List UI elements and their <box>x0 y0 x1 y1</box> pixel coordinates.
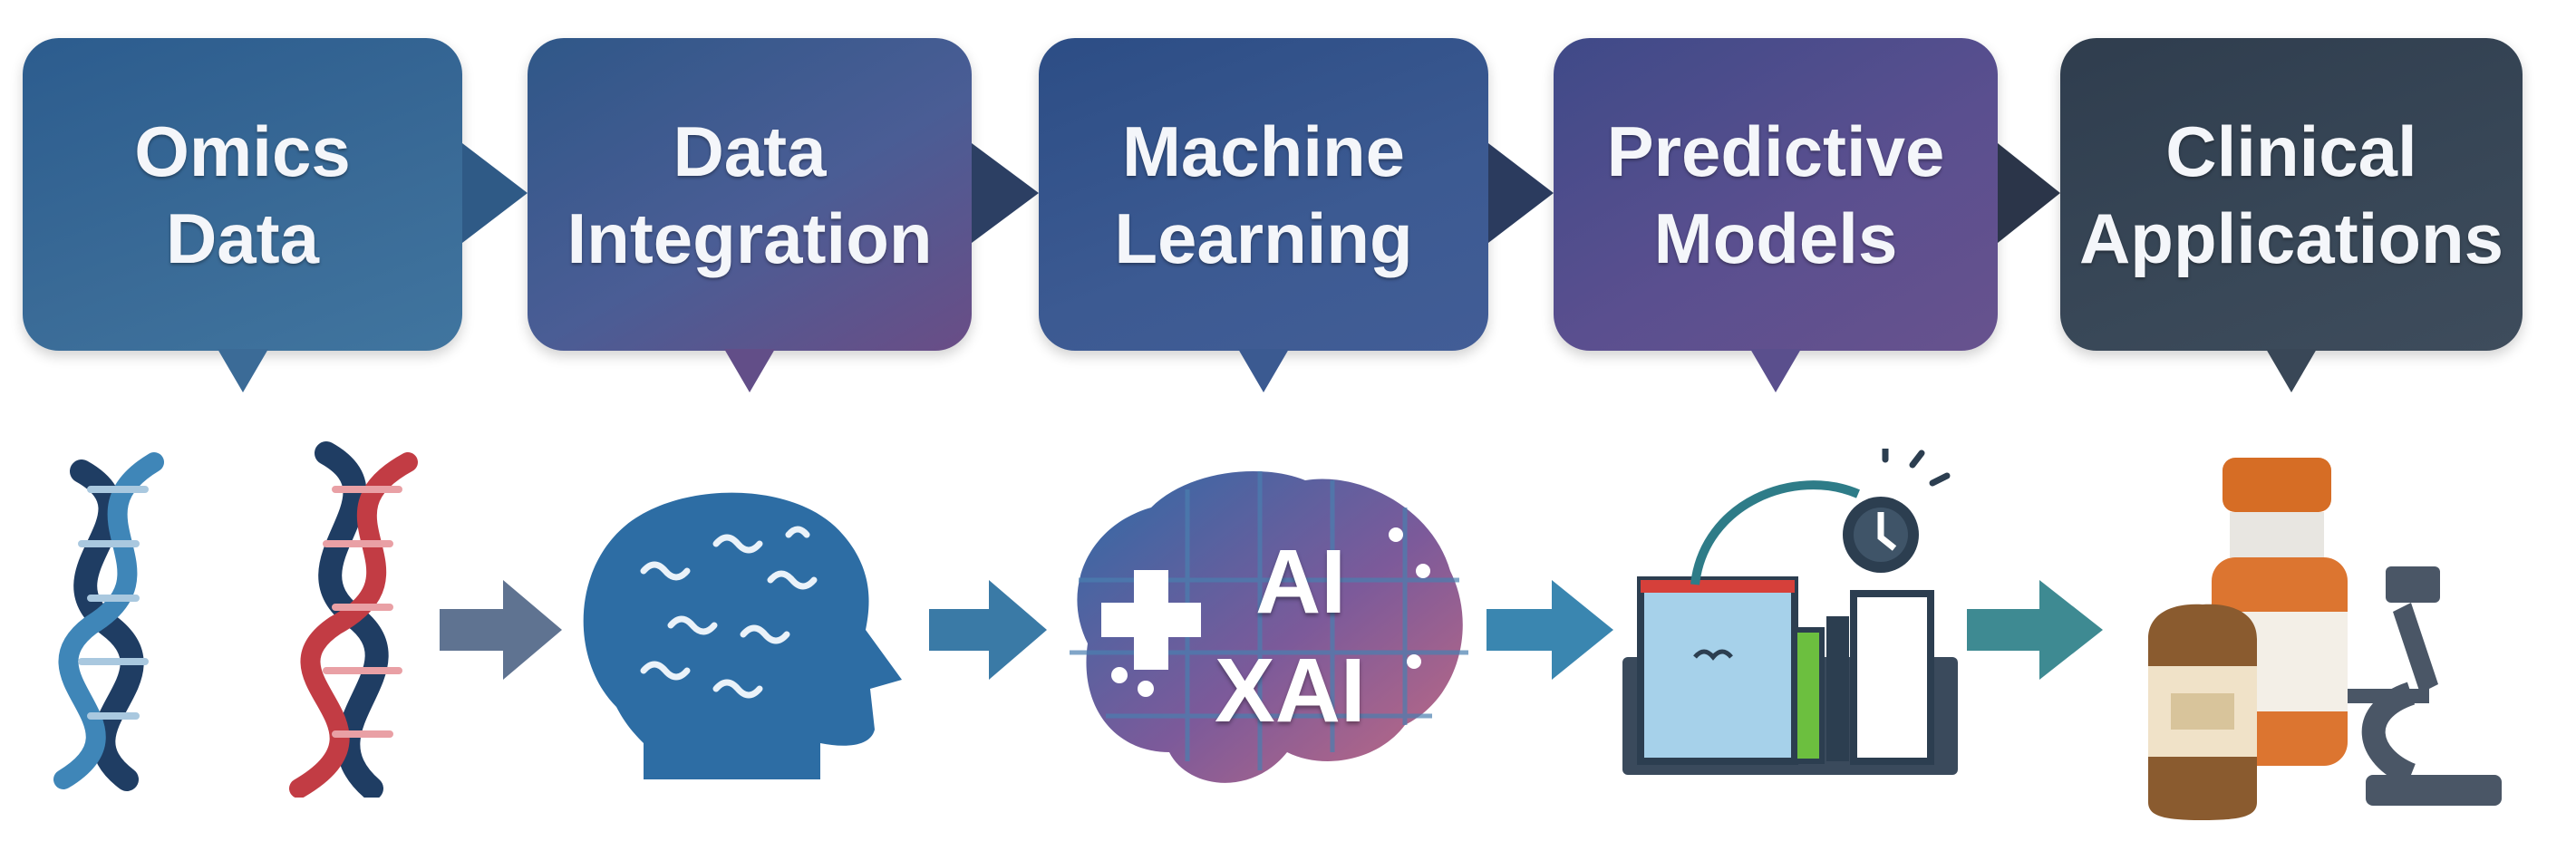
step-label-line2: Learning <box>1114 198 1413 278</box>
step-label-line2: Applications <box>2078 198 2504 278</box>
step-label-line1: Predictive <box>1606 111 1945 191</box>
dna-helix-icon <box>53 441 418 798</box>
step-data-integration: Data Integration <box>528 38 972 392</box>
arrow-right-icon <box>929 580 1047 680</box>
callout-pointer <box>1238 349 1289 392</box>
step-label-line1: Data <box>673 111 827 191</box>
xai-label: XAI <box>1215 640 1366 741</box>
step-label-line2: Integration <box>567 198 933 278</box>
step-label-line2: Models <box>1653 198 1898 278</box>
step-omics-data: Omics Data <box>23 38 462 392</box>
ai-label: AI <box>1255 531 1346 633</box>
ai-brain-icon: AI XAI <box>1051 453 1477 807</box>
step-label-line1: Omics <box>134 111 351 191</box>
callout-pointer <box>2266 349 2317 392</box>
chevron-right-icon <box>972 143 1039 243</box>
step-label-line1: Clinical <box>2165 111 2417 191</box>
chevron-right-icon <box>462 143 528 243</box>
arrow-right-icon <box>1967 580 2103 680</box>
arrow-right-icon <box>1487 580 1613 680</box>
step-label-line1: Machine <box>1121 111 1406 191</box>
arrow-right-icon <box>440 580 562 680</box>
head-data-icon <box>583 492 902 779</box>
step-machine-learning: Machine Learning <box>1039 38 1488 392</box>
chevron-right-icon <box>1998 143 2060 243</box>
predictive-dashboard-icon <box>1622 449 1958 775</box>
step-clinical-applications: Clinical Applications <box>2060 38 2523 392</box>
callout-pointer <box>1750 349 1801 392</box>
chevron-right-icon <box>1488 143 1554 243</box>
medicine-microscope-icon <box>2148 458 2502 820</box>
step-predictive-models: Predictive Models <box>1554 38 1998 392</box>
step-label-line2: Data <box>165 198 320 278</box>
callout-pointer <box>217 349 268 392</box>
callout-pointer <box>724 349 775 392</box>
